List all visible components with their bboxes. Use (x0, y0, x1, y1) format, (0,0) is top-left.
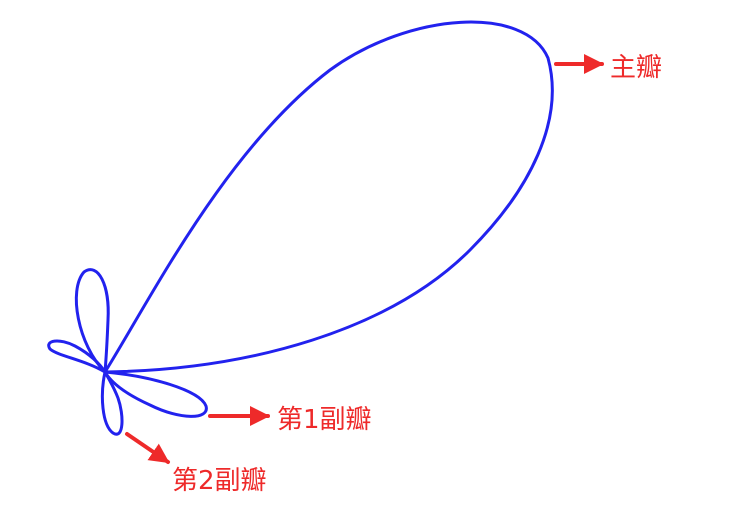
back-lobe-left (47, 339, 107, 374)
first-side-lobe (103, 370, 208, 418)
first-side-lobe-label: 第1副瓣 (277, 405, 372, 435)
back-lobe-upper (74, 268, 110, 374)
second-side-lobe-label: 第2副瓣 (172, 466, 267, 496)
main-lobe (103, 20, 554, 374)
second-side-lobe-arrow (125, 432, 170, 464)
second-side-lobe (100, 370, 124, 436)
main-lobe-label: 主瓣 (610, 53, 662, 83)
